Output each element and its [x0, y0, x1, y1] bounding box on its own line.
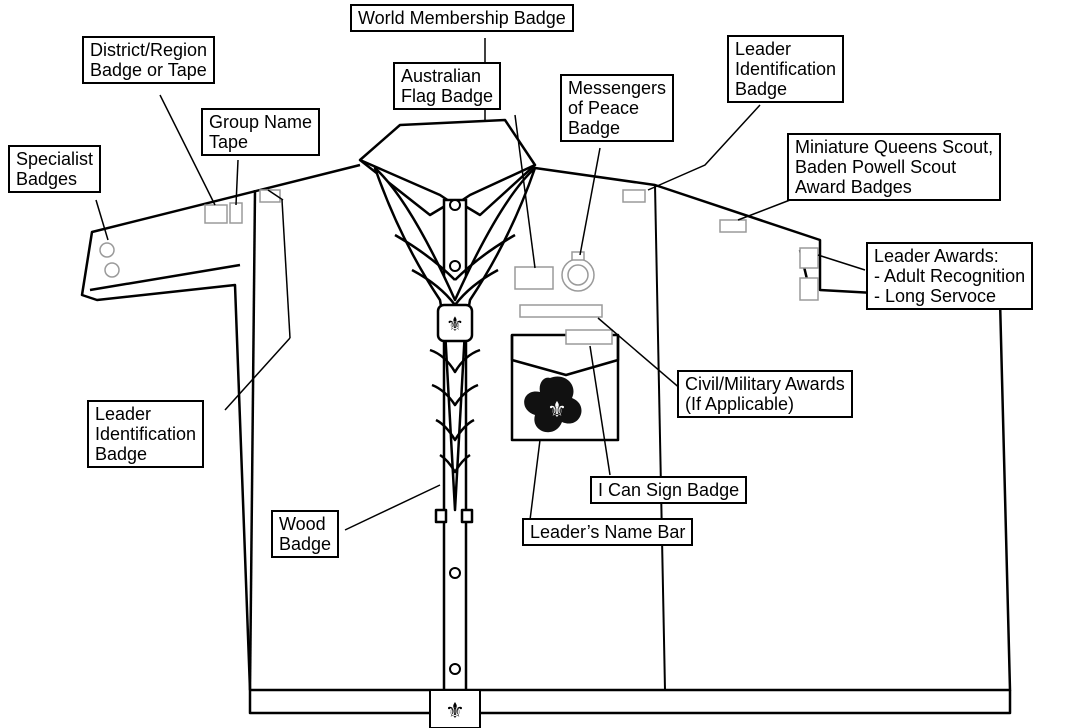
svg-text:⚜: ⚜ — [445, 699, 465, 724]
label-world-membership-badge: World Membership Badge — [350, 4, 574, 32]
label-miniature-queens-scout: Miniature Queens Scout, Baden Powell Sco… — [787, 133, 1002, 201]
label-civil-military-awards: Civil/Military Awards (If Applicable) — [677, 370, 853, 418]
label-leader-identification-badge-right: Leader Identification Badge — [727, 35, 845, 103]
label-leader-awards: Leader Awards: - Adult Recognition - Lon… — [866, 242, 1034, 310]
shirt-outline — [80, 163, 1012, 715]
hem-emblem: ⚜ — [429, 689, 481, 728]
badge-placeholders — [99, 189, 819, 345]
label-leaders-name-bar: Leader’s Name Bar — [522, 518, 694, 546]
label-group-name-tape: Group Name Tape — [201, 108, 321, 156]
label-messengers-of-peace-badge: Messengers of Peace Badge — [560, 74, 675, 142]
label-district-region-badge: District/Region Badge or Tape — [82, 36, 216, 84]
label-i-can-sign-badge: I Can Sign Badge — [590, 476, 748, 504]
pocket-scout-emblem: ⚜ — [524, 376, 582, 433]
svg-text:⚜: ⚜ — [446, 312, 464, 336]
svg-text:⚜: ⚜ — [547, 398, 567, 423]
necker: ⚜ — [373, 166, 537, 524]
leader-lines — [95, 38, 866, 531]
label-wood-badge: Wood Badge — [271, 510, 340, 558]
label-australian-flag-badge: Australian Flag Badge — [393, 62, 502, 110]
label-specialist-badges: Specialist Badges — [8, 145, 102, 193]
label-leader-identification-badge-left: Leader Identification Badge — [87, 400, 205, 468]
